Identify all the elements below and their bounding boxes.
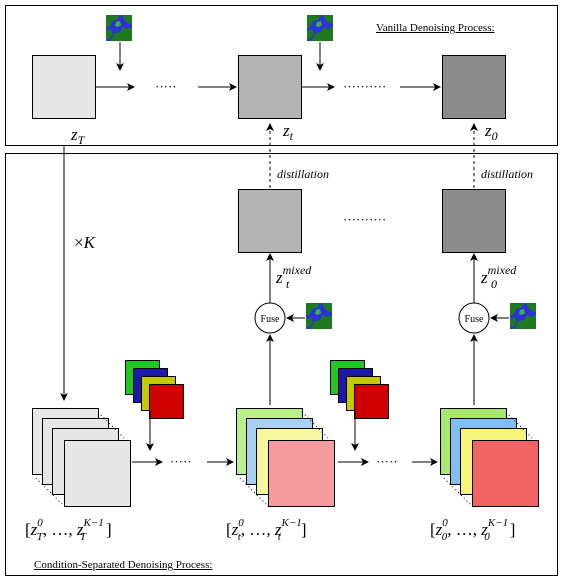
distillation-label: distillation — [277, 167, 329, 181]
stack-layer — [472, 440, 539, 507]
segmentation-map-icon — [307, 15, 333, 41]
latent-zT-label: zT — [70, 125, 86, 147]
latent-z0-box — [442, 55, 506, 119]
segmentation-map-icon — [306, 303, 332, 329]
latent-stack-t — [236, 408, 335, 507]
segmentation-map-icon — [510, 303, 536, 329]
ellipsis: ····· — [170, 454, 192, 469]
condition-tiles — [330, 360, 389, 419]
ellipsis: ·········· — [343, 79, 386, 94]
latent-stack-0 — [440, 408, 539, 507]
stack-layer — [64, 440, 131, 507]
stack-layer — [268, 440, 335, 507]
condition-separated-panel — [5, 153, 558, 576]
condition-separated-title: Condition-Separated Denoising Process: — [34, 559, 213, 571]
fuse-node — [458, 302, 490, 334]
vanilla-panel — [5, 5, 558, 146]
condition-tile — [354, 384, 389, 419]
mixed-latent-zt-box — [238, 189, 302, 253]
segmentation-map-icon — [106, 15, 132, 41]
ellipsis: ·········· — [343, 212, 386, 227]
latent-stack-T — [32, 408, 131, 507]
condition-tile — [149, 384, 184, 419]
fuse-label: Fuse — [261, 314, 280, 325]
repeat-label: ×K — [74, 233, 97, 252]
mixed-latent-z0-box — [442, 189, 506, 253]
condition-tiles — [125, 360, 184, 419]
fuse-node — [254, 302, 286, 334]
ellipsis: ····· — [376, 454, 398, 469]
distillation-label: distillation — [481, 167, 533, 181]
fuse-label: Fuse — [465, 314, 484, 325]
ellipsis: ····· — [155, 79, 177, 94]
latent-zt-box — [238, 55, 302, 119]
vanilla-title: Vanilla Denoising Process: — [376, 22, 495, 34]
latent-z0-label: z0 — [484, 121, 498, 143]
latent-zT-box — [32, 55, 96, 119]
latent-zt-label: zt — [282, 121, 294, 143]
